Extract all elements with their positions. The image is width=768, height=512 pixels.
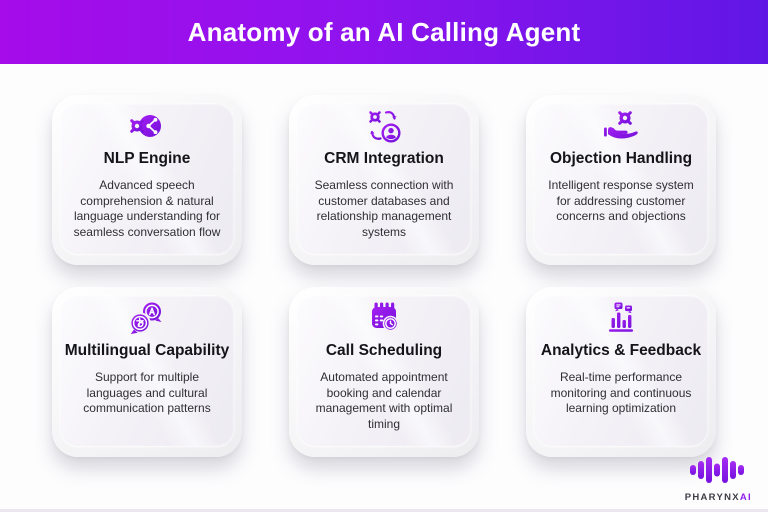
card-title: NLP Engine	[103, 150, 191, 167]
card-crm-integration: CRM Integration Seamless connection with…	[289, 95, 479, 265]
nlp-engine-icon	[125, 106, 169, 146]
pharynx-logo: PHARYNXAI	[685, 455, 752, 503]
header-banner: Anatomy of an AI Calling Agent	[0, 0, 768, 64]
card-description: Support for multiple languages and cultu…	[83, 370, 211, 416]
card-description: Automated appointment booking and calend…	[315, 370, 453, 431]
card-title: Call Scheduling	[325, 342, 443, 359]
bottom-edge-divider	[0, 509, 768, 512]
card-title: CRM Integration	[324, 150, 444, 167]
card-nlp-engine: NLP Engine Advanced speech comprehension…	[52, 95, 242, 265]
multilingual-icon	[125, 298, 169, 338]
call-scheduling-icon	[362, 298, 406, 338]
card-description: Advanced speech comprehension & natural …	[73, 178, 221, 239]
card-description: Seamless connection with customer databa…	[314, 178, 454, 239]
card-title: Analytics & Feedback	[540, 342, 702, 359]
card-description: Real-time performance monitoring and con…	[550, 370, 692, 416]
brand-suffix: AI	[739, 492, 752, 503]
card-multilingual-capability: Multilingual Capability Support for mult…	[52, 287, 242, 457]
card-analytics-feedback: Analytics & Feedback Real-time performan…	[526, 287, 716, 457]
card-objection-handling: Objection Handling Intelligent response …	[526, 95, 716, 265]
page-title: Anatomy of an AI Calling Agent	[187, 16, 581, 47]
card-title: Multilingual Capability	[64, 342, 230, 359]
card-call-scheduling: Call Scheduling Automated appointment bo…	[289, 287, 479, 457]
card-description: Intelligent response system for addressi…	[548, 178, 694, 224]
analytics-feedback-icon	[599, 298, 643, 338]
feature-card-grid: NLP Engine Advanced speech comprehension…	[0, 95, 768, 457]
brand-name: PHARYNX	[684, 492, 740, 503]
equalizer-bars-icon	[689, 455, 747, 490]
objection-handling-icon	[599, 106, 643, 146]
card-title: Objection Handling	[549, 150, 693, 167]
crm-integration-icon	[362, 106, 406, 146]
